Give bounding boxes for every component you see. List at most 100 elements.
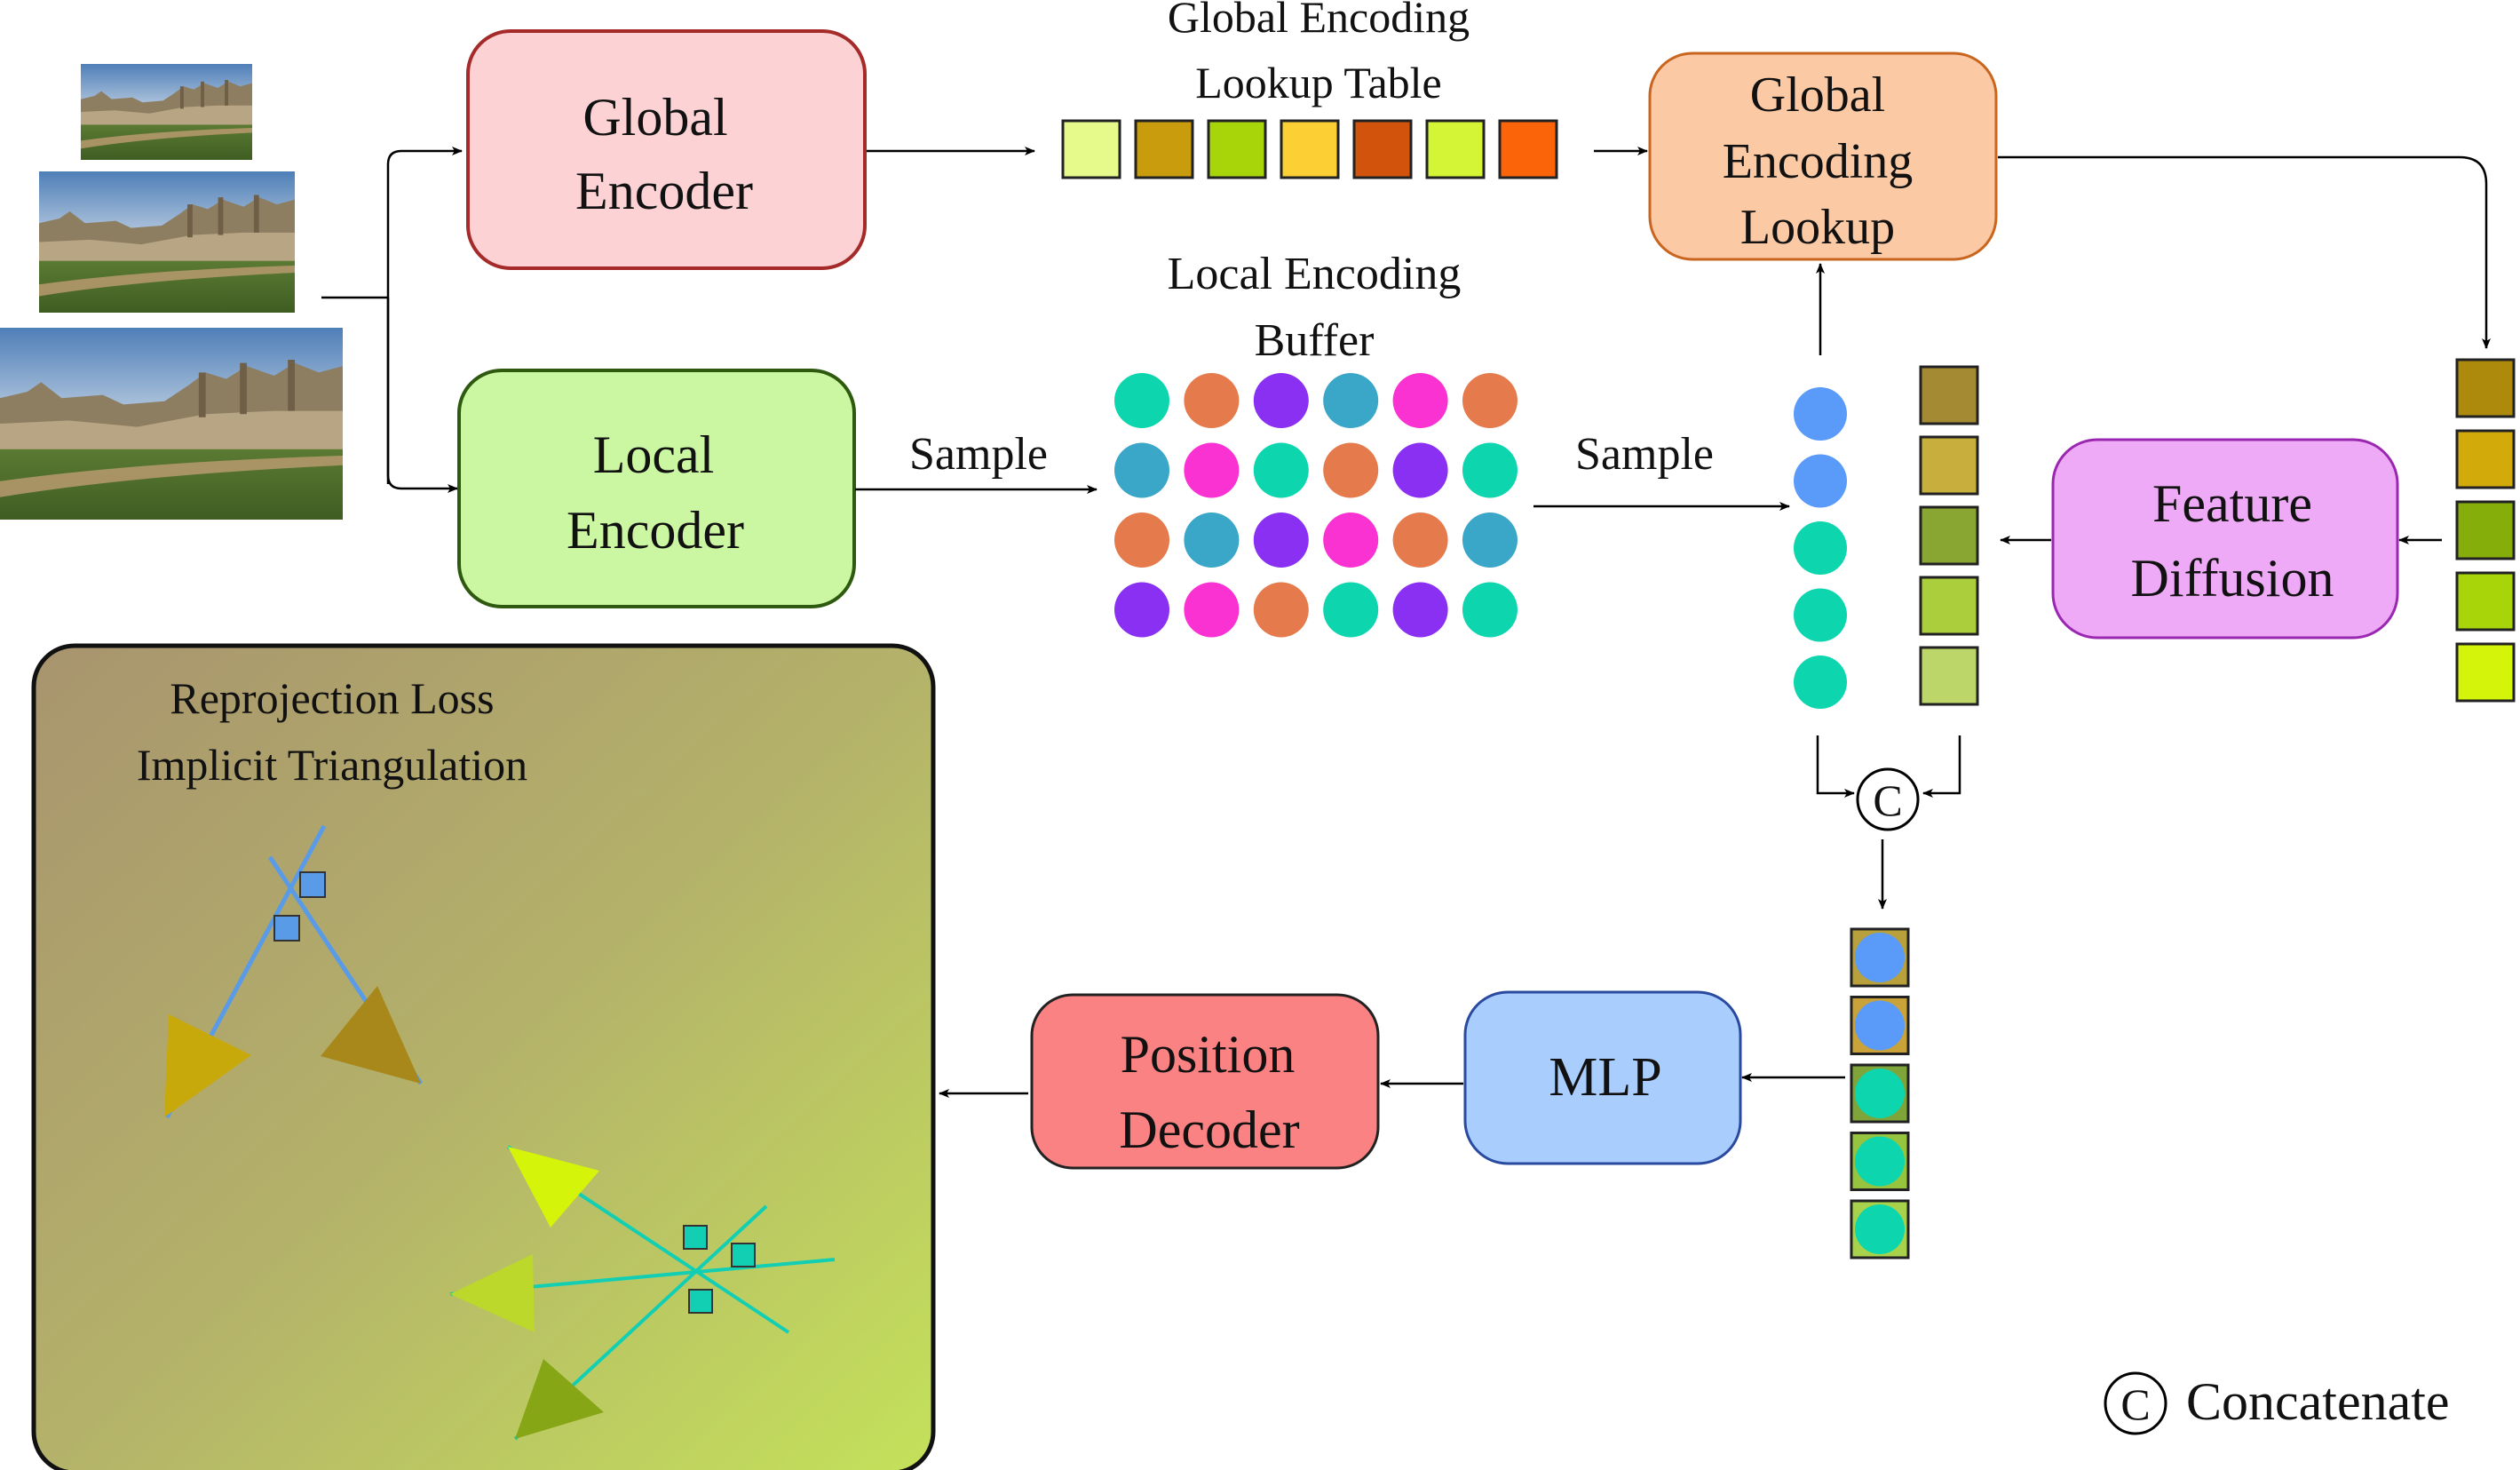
global-lookup-label-line2: Encoding — [1723, 134, 1914, 189]
legend: C Concatenate — [2104, 1371, 2450, 1435]
buffer-title-line1: Local Encoding — [1168, 249, 1462, 299]
global-encoder-label-line1: Global — [582, 88, 727, 147]
table-title-line2: Lookup Table — [1195, 58, 1441, 107]
buffer-dot — [1462, 373, 1518, 428]
table-cell — [1061, 119, 1121, 179]
concat-symbol-text: C — [1873, 775, 1902, 825]
sampled-feature-dot — [1794, 588, 1847, 642]
sample-label-2: Sample — [1575, 429, 1714, 480]
blue-triangulation — [164, 824, 424, 1119]
teal-triangulation — [449, 1145, 836, 1441]
global-encoding-lookup-table: Global Encoding Lookup Table — [1061, 0, 1558, 179]
global-lookup-label-line1: Global — [1750, 68, 1885, 123]
diffused-feature-column — [1919, 365, 1979, 706]
feature-diffusion-box: Feature Diffusion — [2051, 438, 2399, 640]
lookup-output-cell — [2455, 642, 2516, 703]
buffer-dot — [1184, 513, 1240, 568]
feature-diffusion-label-line2: Diffusion — [2131, 549, 2334, 608]
global-encoding-lookup-box: Global Encoding Lookup — [1648, 52, 1998, 261]
keypoint-marker — [273, 915, 300, 942]
diffused-feature-cell — [1919, 435, 1979, 496]
table-cell — [1280, 119, 1340, 179]
buffer-dot — [1323, 582, 1379, 638]
sampled-local-features — [1794, 387, 1847, 709]
buffer-dot — [1114, 582, 1169, 638]
keypoint-marker — [683, 1225, 708, 1250]
concat-feature-dot — [1855, 1000, 1905, 1051]
buffer-dot — [1114, 373, 1169, 428]
buffer-dot — [1392, 373, 1448, 428]
reprojection-loss-panel: Reprojection Loss Implicit Triangulation — [31, 643, 936, 1470]
concat-feature-dot — [1855, 1136, 1905, 1187]
lookup-output-cell — [2455, 571, 2516, 632]
diffused-feature-cell — [1919, 365, 1979, 425]
buffer-dot — [1392, 582, 1448, 638]
local-encoder-box: Local Encoder — [457, 369, 856, 608]
camera-frustum-icon — [321, 986, 421, 1084]
buffer-dot — [1392, 442, 1448, 498]
camera-frustum-icon — [450, 1254, 535, 1332]
table-cell — [1134, 119, 1194, 179]
table-cell — [1352, 119, 1413, 179]
mlp-box: MLP — [1463, 990, 1742, 1165]
buffer-dot — [1323, 442, 1379, 498]
mlp-label: MLP — [1549, 1047, 1661, 1108]
buffer-dot — [1253, 513, 1309, 568]
table-cell — [1207, 119, 1267, 179]
table-cell — [1425, 119, 1486, 179]
input-image-medium — [39, 171, 295, 313]
feature-diffusion-label-line1: Feature — [2152, 474, 2312, 533]
buffer-dot — [1462, 582, 1518, 638]
global-encoder-box: Global Encoder — [466, 29, 867, 270]
input-branch-connector — [321, 147, 463, 493]
camera-frustum-icon — [515, 1359, 604, 1439]
buffer-dot — [1462, 442, 1518, 498]
buffer-dot — [1114, 513, 1169, 568]
diffused-feature-cell — [1919, 505, 1979, 566]
concat-connectors — [1816, 735, 1961, 910]
global-encoder-label-line2: Encoder — [575, 162, 753, 220]
keypoint-marker — [299, 871, 326, 898]
lookup-output-cell — [2455, 358, 2516, 418]
buffer-title-line2: Buffer — [1255, 315, 1375, 366]
sampled-feature-dot — [1794, 656, 1847, 709]
buffer-dot — [1323, 373, 1379, 428]
global-lookup-label-line3: Lookup — [1740, 200, 1895, 255]
position-decoder-box: Position Decoder — [1030, 993, 1380, 1170]
input-images — [0, 64, 343, 520]
lookup-to-output-arrow — [1998, 155, 2491, 349]
local-encoding-buffer: Local Encoding Buffer — [1114, 249, 1518, 638]
panel-title-line1: Reprojection Loss — [170, 673, 494, 723]
concat-feature-dot — [1855, 1069, 1905, 1118]
input-image-small — [81, 64, 252, 160]
keypoint-marker — [731, 1243, 756, 1267]
table-title-line1: Global Encoding — [1168, 0, 1470, 42]
diffused-feature-cell — [1919, 646, 1979, 706]
sampled-feature-dot — [1794, 387, 1847, 441]
position-decoder-label-line1: Position — [1121, 1025, 1296, 1084]
local-encoder-label-line1: Local — [593, 425, 715, 484]
legend-label: Concatenate — [2186, 1372, 2450, 1431]
buffer-dot — [1184, 442, 1240, 498]
panel-title-line2: Implicit Triangulation — [137, 740, 527, 790]
input-image-large — [0, 328, 343, 520]
buffer-dot — [1184, 373, 1240, 428]
keypoint-marker — [688, 1289, 713, 1314]
sampled-feature-dot — [1794, 521, 1847, 575]
buffer-dot — [1253, 582, 1309, 638]
sampled-feature-dot — [1794, 454, 1847, 508]
buffer-dot — [1392, 513, 1448, 568]
buffer-dot — [1253, 373, 1309, 428]
concatenated-features — [1850, 927, 1910, 1259]
local-encoder-label-line2: Encoder — [567, 501, 744, 560]
lookup-output-cell — [2455, 500, 2516, 560]
concat-feature-dot — [1855, 1204, 1905, 1254]
table-cell — [1498, 119, 1558, 179]
position-decoder-label-line2: Decoder — [1119, 1101, 1299, 1159]
camera-frustum-icon — [508, 1147, 599, 1228]
buffer-dot — [1462, 513, 1518, 568]
diffused-feature-cell — [1919, 576, 1979, 636]
buffer-dot — [1184, 582, 1240, 638]
lookup-output-cell — [2455, 429, 2516, 489]
